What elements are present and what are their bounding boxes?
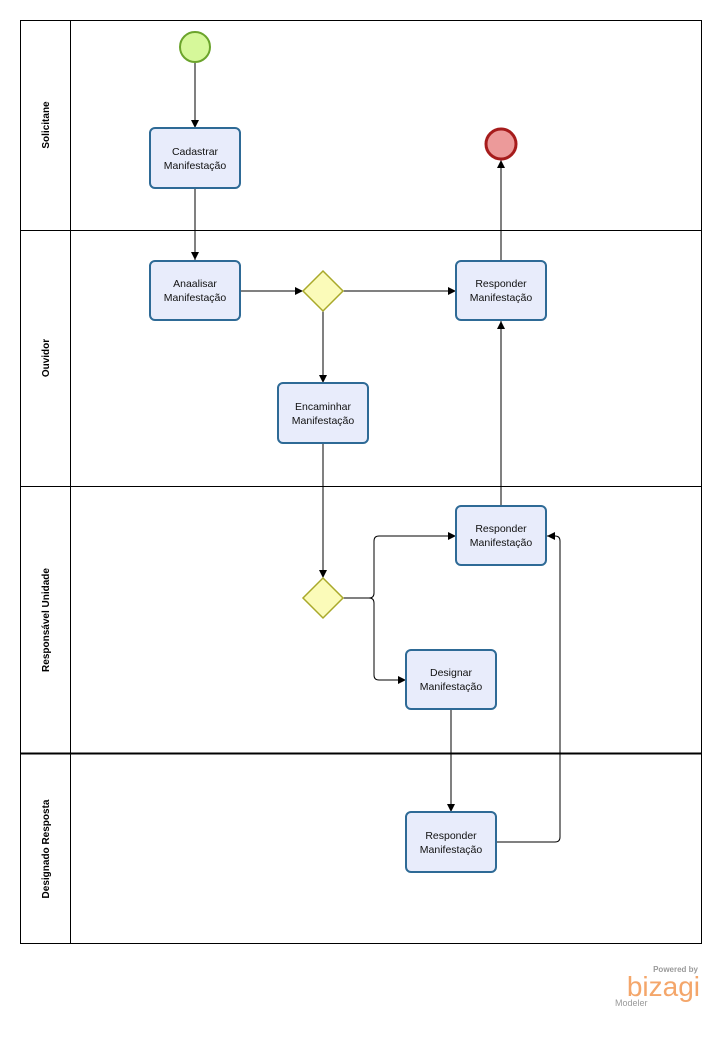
task-label-line1: Encaminhar [295,401,352,413]
lane-label-ouvidor: Ouvidor [41,339,52,377]
bizagi-logo: Powered by bizagi Modeler [615,965,700,1008]
task-label-line2: Manifestação [420,844,483,856]
task-label-line2: Manifestação [292,415,355,427]
connectors [191,63,561,843]
bizagi-wordmark: bizagi [627,971,700,1002]
task-label-line1: Anaalisar [173,278,217,290]
gateway-analise[interactable] [301,269,345,313]
flow-gateway2-to-responder-unidade [343,532,456,599]
task-label-line1: Responder [475,523,527,535]
lane-label-solicitante: Solicitane [41,101,52,149]
task-label-line2: Manifestação [470,537,533,549]
task-label-line1: Designar [430,667,473,679]
task-label-line2: Manifestação [164,160,227,172]
lane-header-solicitante: Solicitane [41,101,52,149]
modeler-text: Modeler [615,998,648,1008]
lane-header-designado: Designado Resposta [41,799,52,898]
flow-responder-designado-to-responder-unidade [496,532,561,843]
flow-gateway2-to-designar [368,597,406,684]
start-event[interactable] [179,31,211,63]
task-label-line1: Responder [475,278,527,290]
task-encaminhar-manifestacao[interactable]: Encaminhar Manifestação [277,382,369,444]
lane-header-responsavel: Responsável Unidade [41,568,52,672]
lane-label-responsavel: Responsável Unidade [41,568,52,672]
pool [20,20,702,944]
end-event[interactable] [484,127,518,161]
task-responder-manifestacao-designado[interactable]: Responder Manifestação [405,811,497,873]
task-label-line2: Manifestação [420,681,483,693]
lane-header-ouvidor: Ouvidor [41,339,52,377]
task-responder-manifestacao-ouvidor[interactable]: Responder Manifestação [455,260,547,321]
task-label-line2: Manifestação [164,292,227,304]
lane-label-designado: Designado Resposta [41,799,52,898]
task-designar-manifestacao[interactable]: Designar Manifestação [405,649,497,710]
task-analisar-manifestacao[interactable]: Anaalisar Manifestação [149,260,241,321]
powered-by-text: Powered by [653,965,698,974]
task-label-line2: Manifestação [470,292,533,304]
task-label-line1: Responder [425,830,477,842]
task-responder-manifestacao-unidade[interactable]: Responder Manifestação [455,505,547,566]
gateway-unidade[interactable] [301,576,345,620]
task-label-line1: Cadastrar [172,146,219,158]
task-cadastrar-manifestacao[interactable]: Cadastrar Manifestação [149,127,241,189]
